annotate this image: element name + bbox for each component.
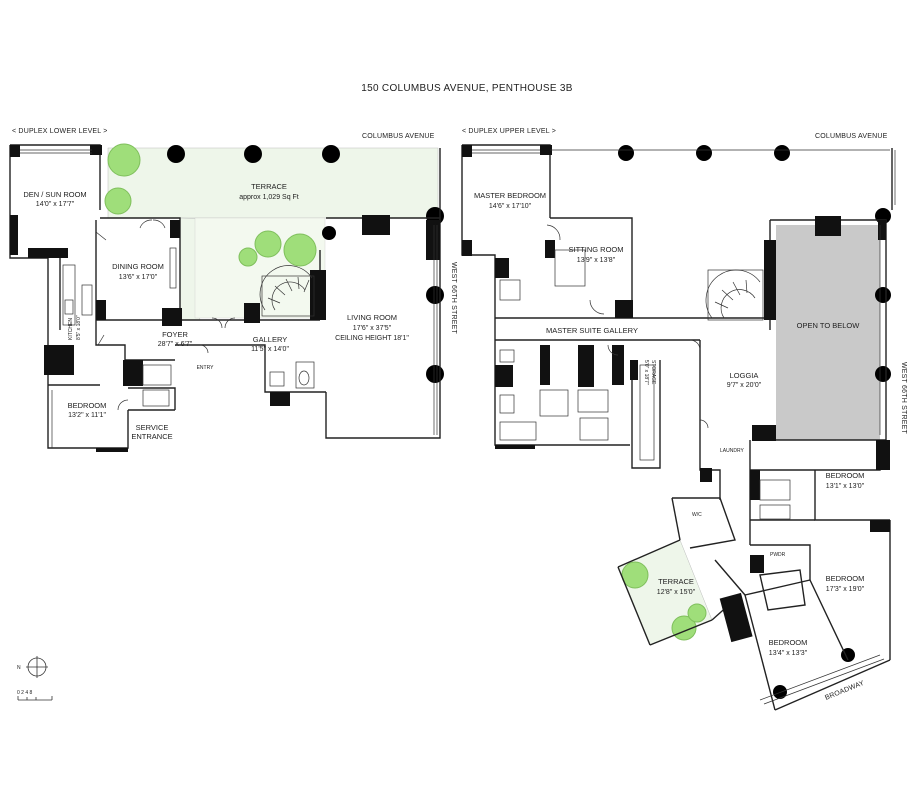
tree-icon xyxy=(238,247,258,267)
column xyxy=(244,145,262,163)
den-sunroom-dim: 14'0" x 17'7" xyxy=(36,201,75,208)
kitchen-label: KITCHEN xyxy=(68,318,74,340)
column xyxy=(875,366,891,382)
foyer-label: FOYER xyxy=(162,330,188,339)
bedroom-2-label: BEDROOM xyxy=(826,574,865,583)
column xyxy=(618,145,634,161)
master-suite-gallery-label: MASTER SUITE GALLERY xyxy=(546,326,638,335)
den-sunroom-label: DEN / SUN ROOM xyxy=(23,190,86,199)
lower-gallery-dim: 11'5" x 14'0" xyxy=(251,346,289,353)
tree-icon xyxy=(687,603,707,623)
dining-room-label: DINING ROOM xyxy=(112,262,164,271)
bedroom-1-dim: 13'1" x 13'0" xyxy=(826,483,865,490)
column xyxy=(696,145,712,161)
tree-icon xyxy=(254,230,282,258)
laundry-label: LAUNDRY xyxy=(720,448,744,454)
upper-street-broadway: BROADWAY xyxy=(824,680,865,702)
lower-street-66th: WEST 66TH STREET xyxy=(450,262,457,334)
upper-terrace-dim: 12'8" x 15'0" xyxy=(657,589,696,596)
foyer-dim: 28'7" x 6'7" xyxy=(158,341,193,348)
bedroom-3-label: BEDROOM xyxy=(769,638,808,647)
service-entrance-label: SERVICE xyxy=(136,423,169,432)
tree-icon xyxy=(621,561,649,589)
lower-spiral-stair xyxy=(259,265,315,317)
upper-spiral-stair xyxy=(705,269,764,321)
lower-level-label: < DUPLEX LOWER LEVEL > xyxy=(12,128,108,135)
powder-label: PWDR xyxy=(770,552,786,558)
loggia-dim: 9'7" x 20'0" xyxy=(727,382,762,389)
column xyxy=(426,286,444,304)
column xyxy=(773,685,787,699)
tree-icon xyxy=(283,233,317,267)
upper-street-columbus: COLUMBUS AVENUE xyxy=(815,133,888,140)
lower-terrace-label: TERRACE xyxy=(251,182,287,191)
upper-terrace-label: TERRACE xyxy=(658,577,694,586)
lower-gallery-label: GALLERY xyxy=(253,335,287,344)
open-to-below-label: OPEN TO BELOW xyxy=(797,321,861,330)
living-room-dim: 17'6" x 37'5" xyxy=(353,325,392,332)
scale-bar: 0 2 4 8 xyxy=(17,690,53,701)
lower-bedroom-label: BEDROOM xyxy=(68,401,107,410)
tree-icon xyxy=(107,143,141,177)
upper-street-66th: WEST 66TH STREET xyxy=(900,362,907,434)
column xyxy=(322,226,336,240)
wic-label: W/C xyxy=(692,512,702,518)
storage-label: STORAGE xyxy=(650,360,656,385)
lower-terrace-dim: approx 1,029 Sq Ft xyxy=(239,194,299,201)
bedroom-2-dim: 17'3" x 19'0" xyxy=(826,586,865,593)
kitchen-dim: 8'5" x 18'0" xyxy=(76,315,82,340)
upper-level-label: < DUPLEX UPPER LEVEL > xyxy=(462,128,556,135)
lower-street-columbus: COLUMBUS AVENUE xyxy=(362,133,435,140)
column xyxy=(875,287,891,303)
lower-level: < DUPLEX LOWER LEVEL > COLUMBUS AVENUE xyxy=(9,128,457,452)
tree-icon xyxy=(104,187,132,215)
upper-level: < DUPLEX UPPER LEVEL > COLUMBUS AVENUE xyxy=(461,128,907,711)
lower-terrace-area xyxy=(107,147,439,219)
lower-bedroom-dim: 13'2" x 11'1" xyxy=(68,412,106,419)
compass-north: N xyxy=(17,665,21,671)
storage-dim: 5'0" x 18'7" xyxy=(643,360,649,385)
bedroom-1-label: BEDROOM xyxy=(826,471,865,480)
compass-icon: N xyxy=(17,656,48,678)
column xyxy=(167,145,185,163)
dining-room-dim: 13'6" x 17'0" xyxy=(119,274,158,281)
sitting-room-label: SITTING ROOM xyxy=(569,245,624,254)
entry-label: ENTRY xyxy=(197,365,215,371)
sitting-room-dim: 13'9" x 13'8" xyxy=(577,257,616,264)
living-room-ceiling: CEILING HEIGHT 18'1" xyxy=(335,335,409,342)
living-room-label: LIVING ROOM xyxy=(347,313,397,322)
column xyxy=(322,145,340,163)
master-bedroom-label: MASTER BEDROOM xyxy=(474,191,546,200)
open-to-below-area xyxy=(776,225,880,440)
master-bedroom-dim: 14'6" x 17'10" xyxy=(489,203,532,210)
loggia-label: LOGGIA xyxy=(730,371,759,380)
column xyxy=(774,145,790,161)
scale-label: 0 2 4 8 xyxy=(17,690,33,696)
service-entrance-label-2: ENTRANCE xyxy=(131,432,172,441)
bedroom-3-dim: 13'4" x 13'3" xyxy=(769,650,808,657)
plan-title: 150 COLUMBUS AVENUE, PENTHOUSE 3B xyxy=(361,83,572,94)
column xyxy=(426,365,444,383)
